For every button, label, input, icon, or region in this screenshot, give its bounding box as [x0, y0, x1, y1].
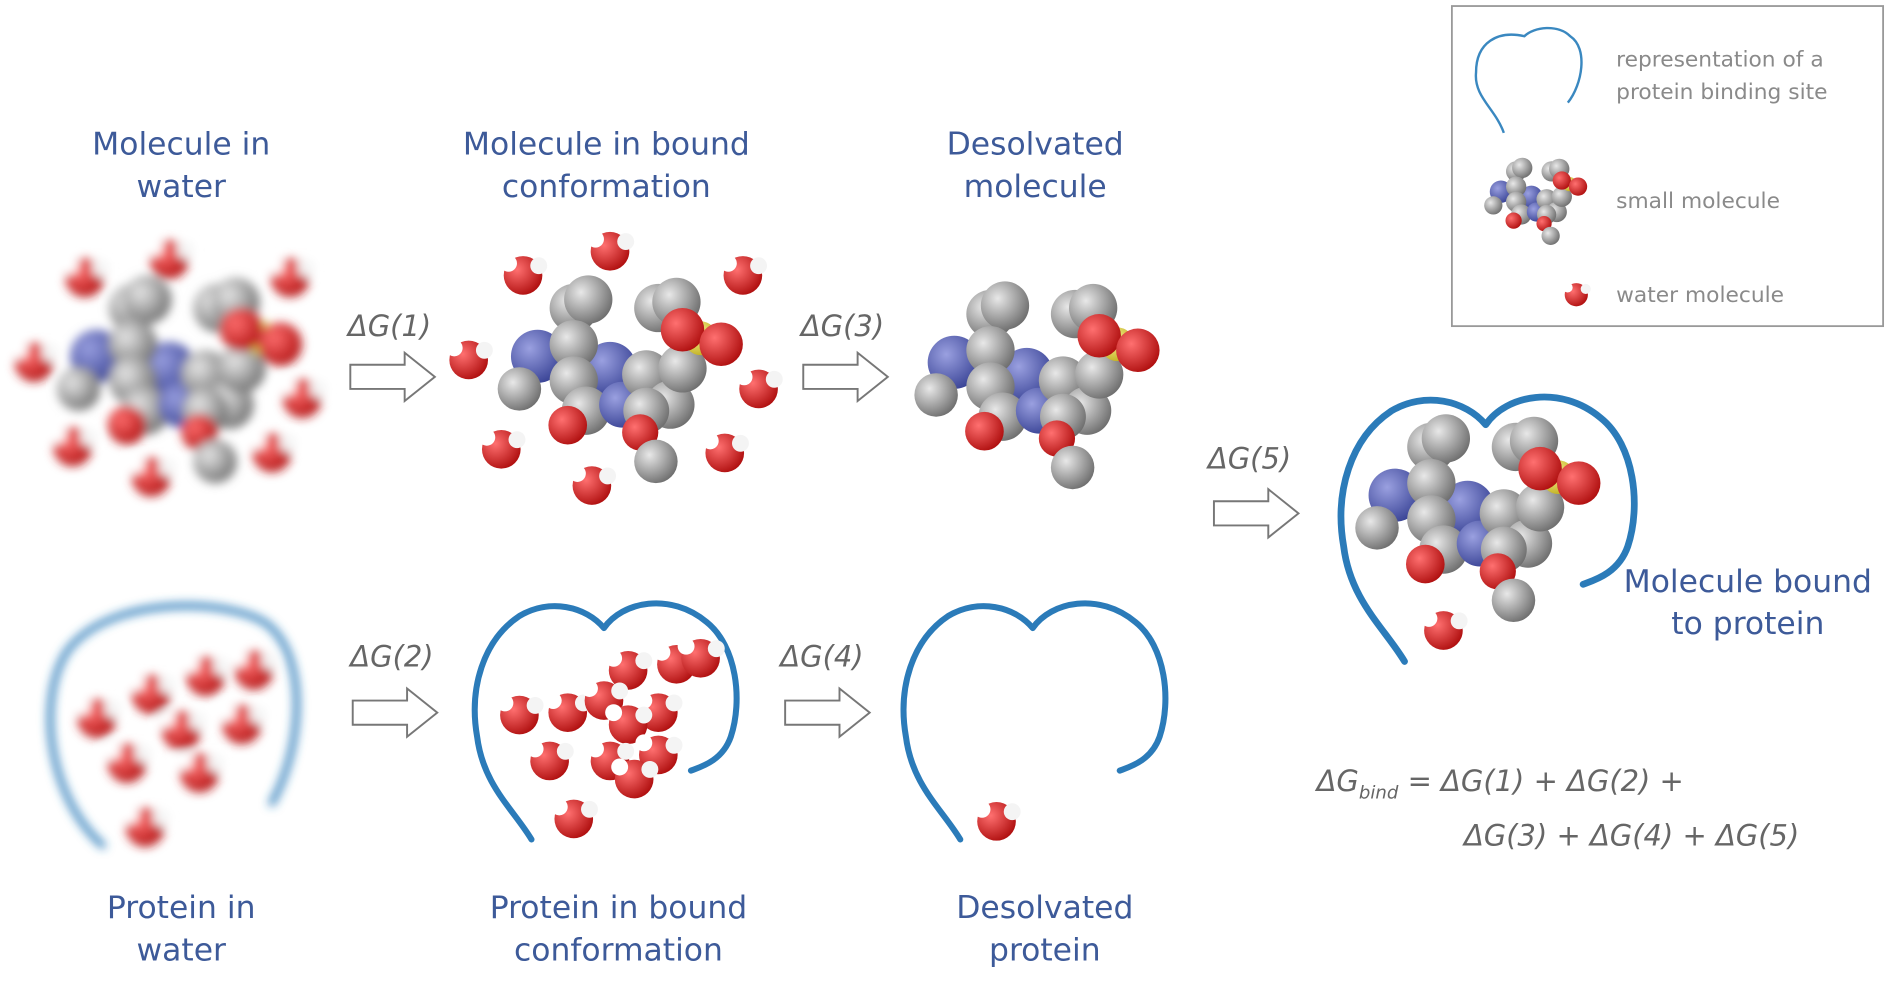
label-complex-2: to protein [1671, 606, 1824, 642]
protein-bound-conformation-illustration [475, 603, 737, 839]
arrow-icon [1212, 488, 1300, 539]
step-dg2: ΔG(2) [348, 640, 433, 674]
step-dg5: ΔG(5) [1206, 442, 1291, 476]
molecule-bound-to-protein-illustration [1341, 397, 1634, 661]
molecule-in-water-illustration [10, 239, 327, 497]
molecule-bound-conformation-illustration [445, 230, 783, 505]
binding-site-legend-icon [1474, 26, 1583, 134]
legend-binding-site-2: protein binding site [1616, 80, 1827, 105]
equation-line-2: ΔG(3) + ΔG(4) + ΔG(5) [1462, 819, 1799, 853]
desolvated-molecule-illustration [914, 281, 1160, 490]
legend-water-molecule: water molecule [1616, 283, 1784, 308]
label-desolvated-molecule-1: Desolvated [947, 127, 1124, 163]
label-desolvated-protein-1: Desolvated [956, 890, 1133, 926]
label-protein-in-water-2: water [136, 932, 226, 968]
label-molecule-bound-2: conformation [502, 169, 711, 205]
label-protein-bound-1: Protein in bound [490, 890, 747, 926]
label-desolvated-protein-2: protein [989, 932, 1101, 968]
step-dg4: ΔG(4) [778, 640, 863, 674]
step-dg3: ΔG(3) [799, 309, 884, 343]
protein-in-water-illustration [47, 602, 300, 849]
step-dg1: ΔG(1) [346, 309, 431, 343]
arrow-icon [349, 351, 436, 402]
label-protein-in-water-1: Protein in [107, 890, 256, 926]
label-protein-bound-2: conformation [514, 932, 723, 968]
legend-binding-site-1: representation of a [1616, 47, 1824, 72]
label-desolvated-molecule-2: molecule [964, 169, 1107, 205]
label-molecule-bound-1: Molecule in bound [463, 127, 750, 163]
label-molecule-in-water-1: Molecule in [92, 127, 270, 163]
arrow-icon [351, 687, 439, 738]
label-complex-1: Molecule bound [1624, 564, 1872, 600]
equation-line-1: ΔGbind = ΔG(1) + ΔG(2) + [1315, 764, 1684, 803]
arrow-icon [784, 687, 871, 738]
arrow-icon [802, 351, 889, 402]
label-molecule-in-water-2: water [136, 169, 226, 205]
legend: representation of a protein binding site… [1450, 5, 1885, 328]
legend-small-molecule: small molecule [1616, 189, 1780, 214]
desolvated-protein-illustration [904, 603, 1166, 840]
